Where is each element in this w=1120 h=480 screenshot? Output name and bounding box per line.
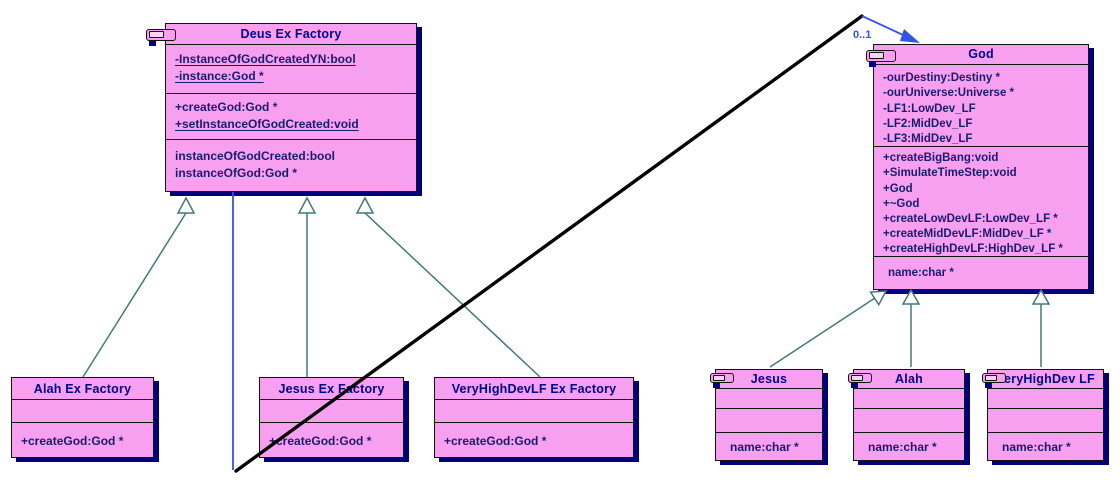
association-arrowhead-icon	[900, 29, 920, 43]
class-jesus[interactable]: Jesus name:char *	[710, 369, 823, 461]
attributes-section	[435, 399, 633, 421]
class-icon	[146, 29, 176, 46]
methods-section: +createGod:God * +setInstanceOfGodCreate…	[166, 93, 416, 138]
class-alah[interactable]: Alah name:char *	[848, 369, 965, 461]
class-title: VeryHighDevLF Ex Factory	[451, 381, 617, 396]
method: +~God	[883, 197, 920, 210]
multiplicity-label: 0..1	[853, 29, 872, 41]
method: +createMidDevLF:MidDev_LF *	[883, 228, 1052, 241]
triangle-arrowhead-icon	[869, 290, 888, 307]
attribute: -ourDestiny:Destiny *	[883, 71, 1000, 84]
methods-section: +createBigBang:void +SimulateTimeStep:vo…	[874, 146, 1088, 256]
class-title: Deus Ex Factory	[240, 26, 342, 41]
class-jesus-ex-factory[interactable]: Jesus Ex Factory +createGod:God *	[259, 377, 404, 458]
inheritance-lines-right	[769, 297, 1042, 368]
class-title: Jesus Ex Factory	[278, 381, 385, 396]
inheritance-lines-left	[82, 212, 541, 378]
class-veryhighdev-lf[interactable]: VeryHighDev LF name:char *	[982, 369, 1104, 461]
class-title: God	[968, 47, 994, 62]
class-god[interactable]: God -ourDestiny:Destiny * -ourUniverse:U…	[866, 44, 1089, 290]
property: instanceOfGodCreated:bool	[175, 148, 336, 163]
class-icon	[866, 50, 896, 67]
attribute: -ourUniverse:Universe *	[883, 87, 1015, 100]
properties-section: instanceOfGodCreated:bool instanceOfGod:…	[166, 138, 416, 191]
class-alah-ex-factory[interactable]: Alah Ex Factory +createGod:God *	[11, 377, 154, 458]
properties-section: name:char *	[874, 256, 1088, 289]
attributes-section	[854, 387, 964, 409]
method: +God	[883, 182, 913, 195]
method: +createGod:God *	[269, 433, 372, 448]
property: name:char *	[1002, 439, 1071, 454]
method: +createBigBang:void	[883, 152, 999, 165]
methods-section: +createGod:God *	[12, 421, 153, 457]
attribute: -instance:God *	[175, 68, 264, 83]
class-deus-ex-factory[interactable]: Deus Ex Factory -InstanceOfGodCreatedYN:…	[146, 23, 417, 192]
properties-section: name:char *	[716, 431, 822, 460]
method: +createGod:God *	[175, 100, 278, 115]
attribute: -LF3:MidDev_LF	[883, 133, 973, 146]
class-icon	[848, 373, 872, 388]
inheritance-line-jesus-god	[769, 297, 876, 368]
method: +setInstanceOfGodCreated:void	[175, 117, 359, 132]
triangle-arrowhead-icon	[355, 196, 375, 214]
triangle-arrowhead-icon	[176, 196, 196, 214]
property: instanceOfGod:God *	[175, 165, 298, 180]
methods-section: +createGod:God *	[260, 421, 403, 457]
methods-section	[854, 408, 964, 431]
class-title: Alah	[895, 371, 923, 386]
class-title: Alah Ex Factory	[33, 381, 132, 396]
attributes-section	[988, 387, 1103, 409]
attribute: -LF2:MidDev_LF	[883, 118, 973, 131]
method: +createGod:God *	[21, 433, 124, 448]
inheritance-line-vhdef-deus	[364, 212, 541, 378]
property: name:char *	[888, 267, 954, 280]
attribute: -LF1:LowDev_LF	[883, 102, 976, 115]
methods-section: +createGod:God *	[435, 421, 633, 457]
properties-section: name:char *	[988, 431, 1103, 460]
triangle-arrowhead-icon	[901, 288, 921, 305]
method: +SimulateTimeStep:void	[883, 167, 1017, 180]
class-veryhighdevlf-ex-factory[interactable]: VeryHighDevLF Ex Factory +createGod:God …	[434, 377, 634, 458]
attributes-section: -InstanceOfGodCreatedYN:bool -instance:G…	[166, 43, 416, 93]
triangle-arrowhead-icon	[297, 196, 317, 214]
class-icon	[710, 373, 734, 388]
method: +createGod:God *	[444, 433, 547, 448]
triangle-arrowhead-icon	[1031, 288, 1051, 305]
class-title: VeryHighDev LF	[996, 371, 1095, 386]
properties-section: name:char *	[854, 431, 964, 460]
attributes-section: -ourDestiny:Destiny * -ourUniverse:Unive…	[874, 63, 1088, 146]
property: name:char *	[868, 439, 937, 454]
methods-section	[988, 408, 1103, 431]
inheritance-line-alahef-deus	[82, 212, 187, 378]
property: name:char *	[730, 439, 799, 454]
methods-section	[716, 408, 822, 431]
attributes-section	[260, 399, 403, 421]
attributes-section	[716, 387, 822, 409]
class-icon	[982, 373, 1006, 388]
attribute: -InstanceOfGodCreatedYN:bool	[175, 51, 356, 66]
attributes-section	[12, 399, 153, 421]
method: +createLowDevLF:LowDev_LF *	[883, 212, 1058, 225]
method: +createHighDevLF:HighDev_LF *	[883, 243, 1063, 256]
